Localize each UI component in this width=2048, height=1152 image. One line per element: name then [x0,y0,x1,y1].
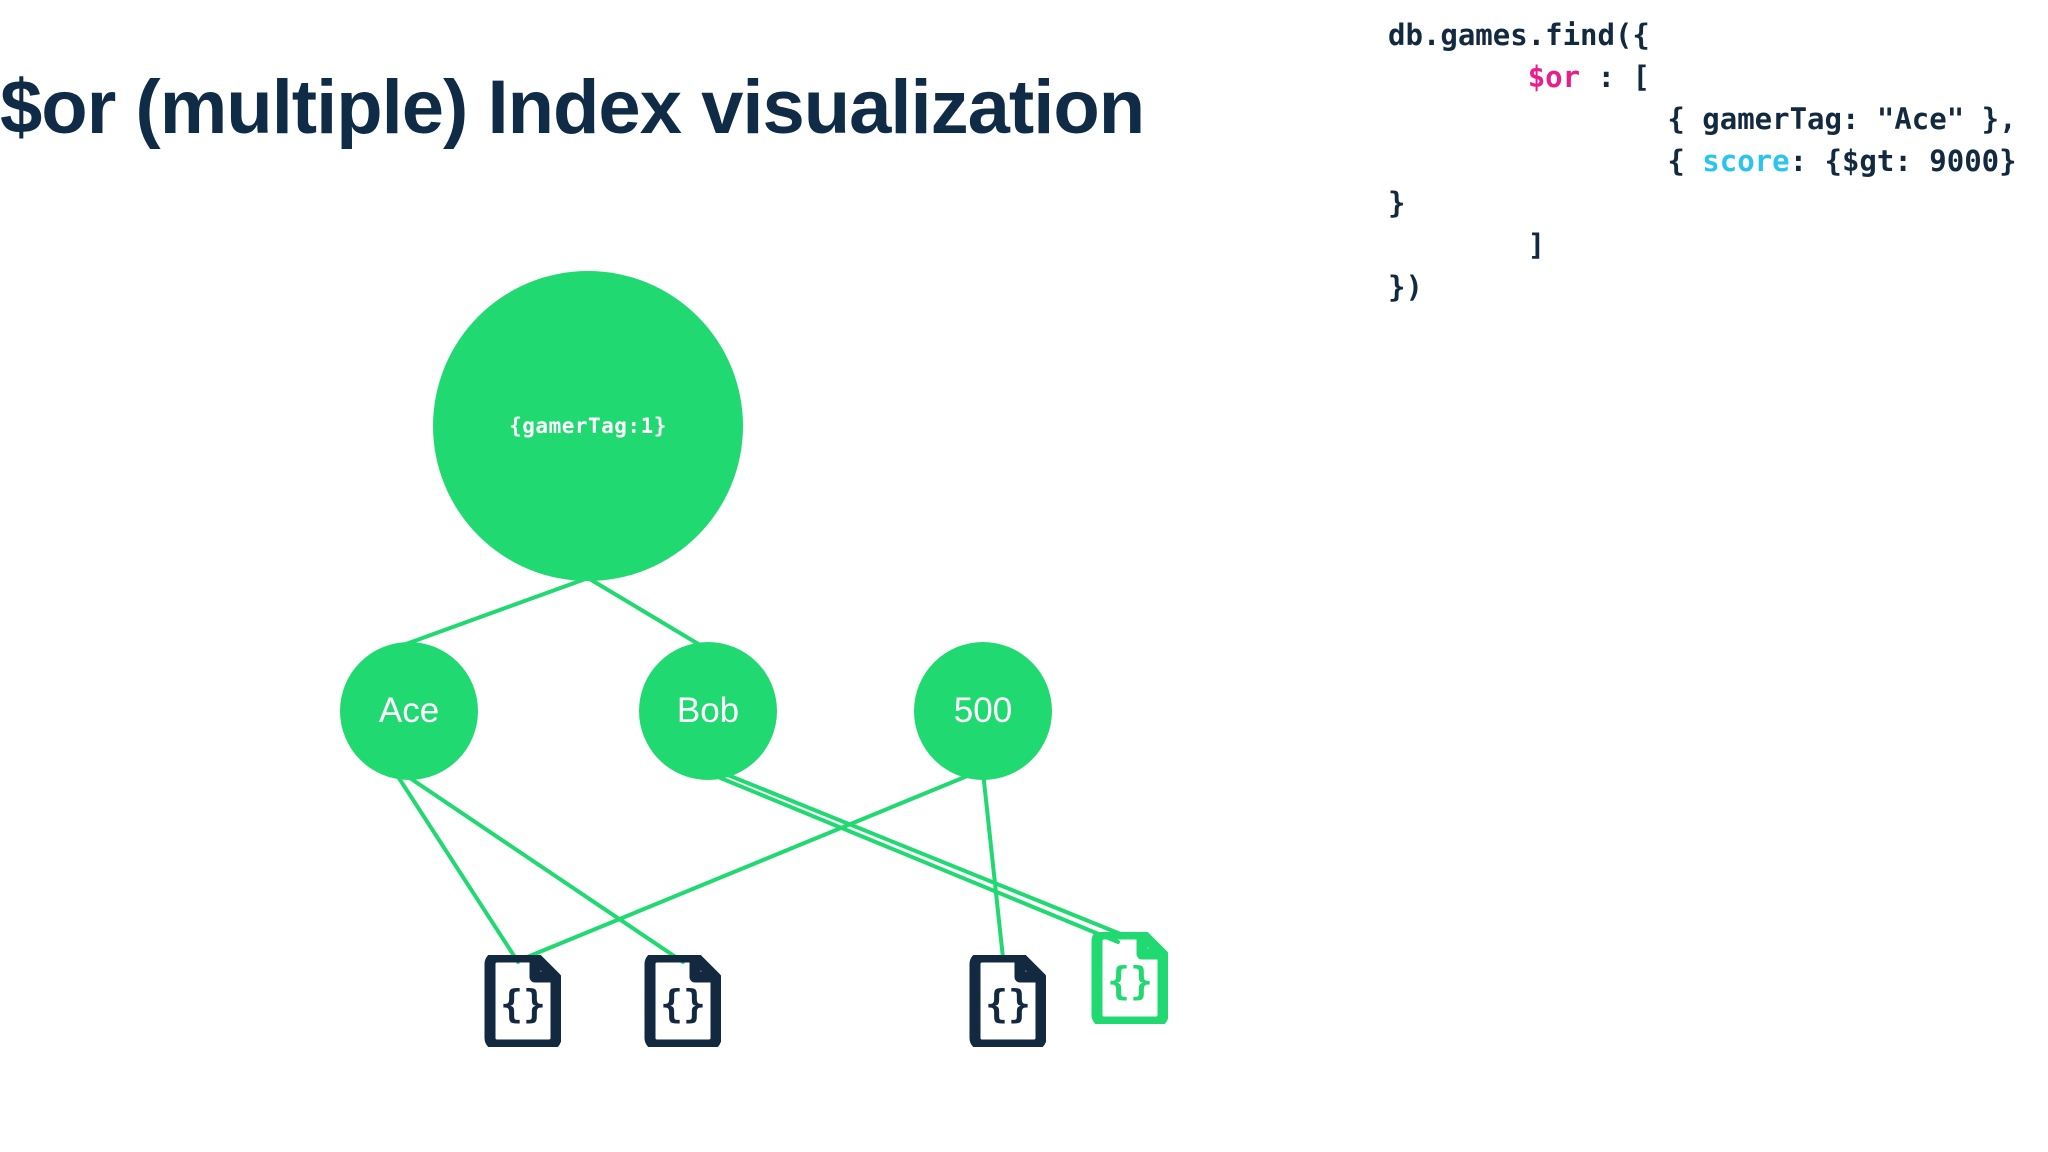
edge-ace-doc2 [396,768,685,964]
edge-root-bob [586,576,702,647]
code-line: { gamerTag: "Ace" }, [1667,102,2017,136]
index-key-label: Ace [378,691,440,730]
json-document-icon[interactable]: {} [643,955,721,1047]
code-line: $or : [ [1527,60,1650,94]
json-document-icon[interactable]: {} [483,955,561,1047]
edge-500-doc3 [981,770,1005,960]
code-line: ] [1527,228,1546,262]
or-operator-token: $or [1527,60,1581,94]
edge-bob-doc4-alt [711,767,1130,939]
svg-text:{}: {} [500,982,546,1026]
code-line: }) [1388,270,1423,304]
edge-bob-doc4 [704,770,1120,944]
svg-text:{}: {} [1107,959,1153,1003]
edge-ace-doc1 [393,770,520,964]
edge-root-ace [393,576,590,650]
index-root-node[interactable]: {gamerTag:1} [433,271,743,581]
score-field-token: score [1702,144,1790,178]
index-key-node-ace[interactable]: Ace [340,642,478,780]
svg-text:{}: {} [985,982,1031,1026]
page-title: $or (multiple) Index visualization [0,65,1145,150]
code-line: db.games.find({ [1388,18,1650,52]
index-key-node-500[interactable]: 500 [914,642,1052,780]
code-snippet: db.games.find({ $or : [ { gamerTag: "Ace… [1388,14,2028,308]
code-line: { score: {$gt: 9000} } [1388,144,2017,220]
svg-text:{}: {} [660,982,706,1026]
index-root-label: {gamerTag:1} [509,414,667,438]
edge-500-doc1 [518,770,979,962]
index-key-node-bob[interactable]: Bob [639,642,777,780]
index-key-label: Bob [676,691,740,730]
index-key-label: 500 [953,691,1013,730]
json-document-icon[interactable]: {} [968,955,1046,1047]
json-document-icon-highlighted[interactable]: {} [1090,932,1168,1024]
